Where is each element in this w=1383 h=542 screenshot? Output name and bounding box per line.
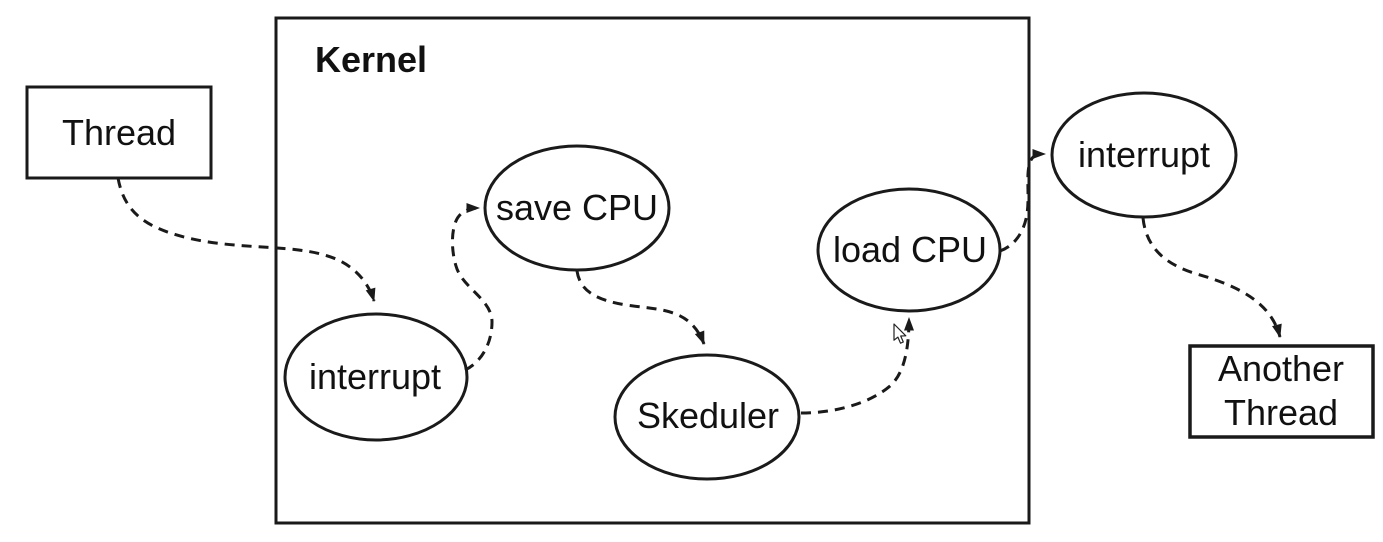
interrupt-in-node-label: interrupt bbox=[308, 356, 442, 398]
edge-thread-to-interrupt-in bbox=[116, 177, 376, 302]
load-cpu-node-label: load CPU bbox=[832, 229, 988, 271]
another-thread-box bbox=[1188, 344, 1375, 439]
another-thread-node-label: Another Thread bbox=[1217, 348, 1345, 433]
kernel-box bbox=[274, 16, 1031, 525]
interrupt-out-ellipse bbox=[1050, 91, 1238, 219]
edge-load-cpu-to-interrupt-out bbox=[999, 148, 1046, 253]
edge-interrupt-out-to-another-thread bbox=[1141, 217, 1282, 338]
edge-skeduler-to-load-cpu bbox=[800, 317, 914, 415]
save-cpu-node-label: save CPU bbox=[495, 187, 659, 229]
edge-interrupt-in-to-save-cpu bbox=[450, 203, 494, 372]
mouse-cursor-icon bbox=[893, 323, 907, 344]
thread-node-label: Thread bbox=[61, 112, 177, 154]
interrupt-out-node-label: interrupt bbox=[1077, 134, 1211, 176]
save-cpu-ellipse bbox=[483, 144, 671, 272]
kernel-title: Kernel bbox=[315, 39, 428, 80]
skeduler-node-label: Skeduler bbox=[636, 395, 780, 437]
skeduler-ellipse bbox=[613, 353, 801, 481]
edge-save-cpu-to-skeduler bbox=[575, 270, 706, 345]
interrupt-in-ellipse bbox=[283, 312, 469, 442]
